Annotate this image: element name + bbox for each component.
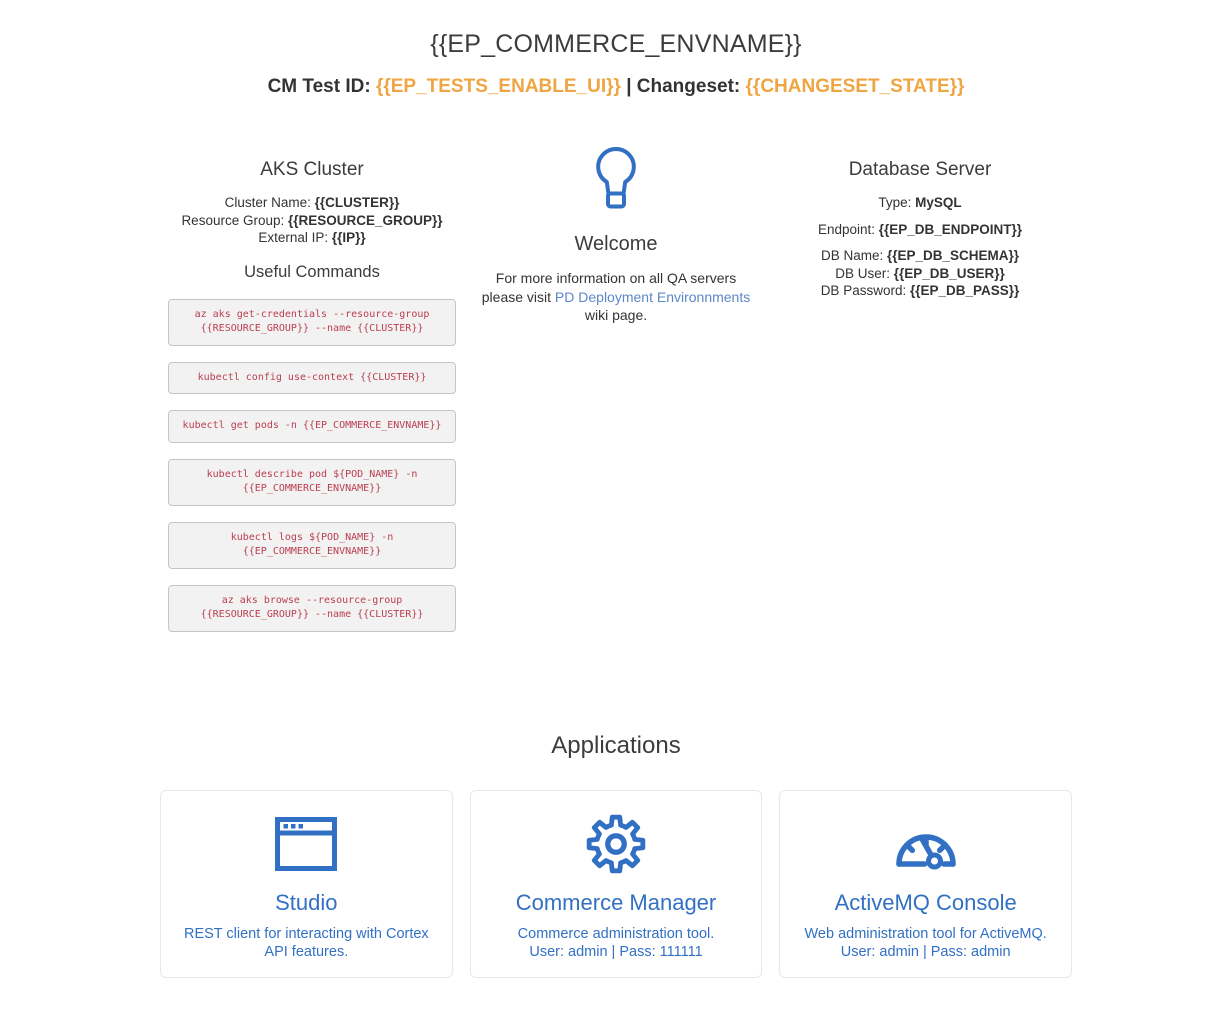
app-card-commerce-manager[interactable]: Commerce Manager Commerce administration… <box>469 789 763 978</box>
page-subtitle: CM Test ID: {{EP_TESTS_ENABLE_UI}} | Cha… <box>160 76 1072 98</box>
db-type-line: Type: MySQL <box>768 194 1072 212</box>
browser-window-icon <box>175 812 438 876</box>
db-name-label: DB Name: <box>820 248 884 264</box>
db-endpoint-line: Endpoint: {{EP_DB_ENDPOINT}} <box>768 221 1072 239</box>
changeset-label: | Changeset: <box>626 76 741 97</box>
app-card-credentials-activemq-console: User: admin | Pass: admin <box>840 944 1011 961</box>
cluster-name-value: {{CLUSTER}} <box>314 195 400 210</box>
welcome-heading: Welcome <box>574 233 658 255</box>
welcome-text-after: wiki page. <box>584 307 648 324</box>
pd-deployment-environments-link[interactable]: PD Deployment Environnments <box>554 288 751 305</box>
useful-commands-heading: Useful Commands <box>244 262 380 281</box>
command-snippet-describe-pod: kubectl describe pod ${POD_NAME} -n {{EP… <box>168 458 456 506</box>
aks-cluster-section: AKS Cluster Cluster Name: {{CLUSTER}} Re… <box>160 146 464 648</box>
app-card-title-studio: Studio <box>275 889 338 915</box>
database-server-section: Database Server Type: MySQL Endpoint: {{… <box>768 146 1072 648</box>
app-card-credentials-commerce-manager: User: admin | Pass: 111111 <box>529 944 703 961</box>
db-name-value: {{EP_DB_SCHEMA}} <box>887 248 1020 264</box>
resource-group-value: {{RESOURCE_GROUP}} <box>288 212 443 228</box>
app-card-description-commerce-manager: Commerce administration tool. <box>517 925 715 942</box>
cm-test-id-value: {{EP_TESTS_ENABLE_UI}} <box>375 76 621 97</box>
command-snippet-use-context: kubectl config use-context {{CLUSTER}} <box>168 361 456 395</box>
application-cards: Studio REST client for interacting with … <box>160 789 1072 1012</box>
database-server-heading: Database Server <box>848 159 992 180</box>
app-card-description-studio: REST client for interacting with Cortex … <box>183 925 429 961</box>
cm-test-id-label: CM Test ID: <box>267 76 371 97</box>
command-snippet-get-pods: kubectl get pods -n {{EP_COMMERCE_ENVNAM… <box>168 410 456 443</box>
changeset-value: {{CHANGESET_STATE}} <box>745 76 965 97</box>
app-card-title-commerce-manager: Commerce Manager <box>515 889 717 915</box>
app-card-studio[interactable]: Studio REST client for interacting with … <box>160 789 453 978</box>
app-card-description-activemq-console: Web administration tool for ActiveMQ. <box>804 925 1047 942</box>
app-card-activemq-console[interactable]: ActiveMQ Console Web administration tool… <box>779 789 1072 978</box>
command-snippet-browse: az aks browse --resource-group {{RESOURC… <box>168 584 456 632</box>
db-endpoint-label: Endpoint: <box>817 221 875 237</box>
gear-icon <box>485 812 748 876</box>
external-ip-label: External IP: <box>258 230 329 246</box>
db-user-label: DB User: <box>835 265 890 281</box>
welcome-section: Welcome For more information on all QA s… <box>464 146 768 648</box>
command-snippet-get-credentials: az aks get-credentials --resource-group … <box>168 298 456 346</box>
aks-cluster-heading: AKS Cluster <box>260 159 364 180</box>
db-endpoint-value: {{EP_DB_ENDPOINT}} <box>878 221 1023 237</box>
db-credentials-lines: DB Name: {{EP_DB_SCHEMA}} DB User: {{EP_… <box>768 247 1072 300</box>
cluster-name-label: Cluster Name: <box>224 195 311 210</box>
applications-heading: Applications <box>551 731 681 759</box>
lightbulb-icon <box>464 146 768 217</box>
db-password-label: DB Password: <box>820 283 907 299</box>
app-card-title-activemq-console: ActiveMQ Console <box>834 889 1017 915</box>
welcome-text-before: For more information on all QA servers p… <box>481 270 737 305</box>
aks-cluster-details: Cluster Name: {{CLUSTER}} Resource Group… <box>160 194 464 247</box>
page-container: {{EP_COMMERCE_ENVNAME}} CM Test ID: {{EP… <box>160 0 1072 1012</box>
resource-group-label: Resource Group: <box>181 212 285 228</box>
db-password-value: {{EP_DB_PASS}} <box>909 283 1020 299</box>
db-type-label: Type: <box>878 195 912 210</box>
db-type-value: MySQL <box>915 195 962 210</box>
gauge-icon <box>794 812 1057 876</box>
page-header: {{EP_COMMERCE_ENVNAME}} CM Test ID: {{EP… <box>160 0 1072 98</box>
command-snippet-logs: kubectl logs ${POD_NAME} -n {{EP_COMMERC… <box>168 521 456 569</box>
db-user-value: {{EP_DB_USER}} <box>893 265 1005 281</box>
page-title: {{EP_COMMERCE_ENVNAME}} <box>430 30 802 58</box>
external-ip-value: {{IP}} <box>331 230 366 246</box>
welcome-text: For more information on all QA servers p… <box>476 269 756 325</box>
info-columns: AKS Cluster Cluster Name: {{CLUSTER}} Re… <box>160 146 1072 648</box>
